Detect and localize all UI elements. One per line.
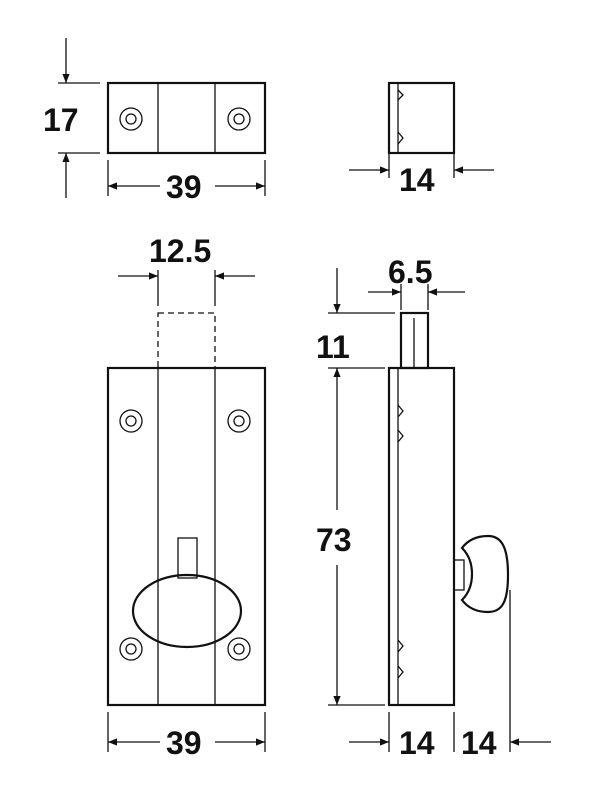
body-screw-hole-top-left [119,409,143,433]
dim-body-height: 73 [316,368,385,706]
dim-bolt-depth-label: 6.5 [388,254,432,290]
dim-keeper-depth: 14 [349,153,494,198]
dim-knob-projection: 14 [461,590,551,761]
dim-keeper-height: 17 [43,38,100,198]
dim-bolt-extension: 11 [316,268,395,369]
bolt-body-front-view [106,312,267,707]
keeper-screw-hole-left [119,107,143,131]
keeper-side-view [387,81,456,155]
keeper-screw-hole-right [227,107,251,131]
keeper-front-view [106,81,267,155]
dim-bolt-extension-label: 11 [316,329,350,365]
dim-body-depth: 14 [349,712,455,761]
bolt-body-side-view [387,311,510,707]
dim-keeper-width: 39 [107,160,266,205]
dim-body-depth-label: 14 [399,725,435,761]
dim-keeper-width-label: 39 [166,169,202,205]
dim-knob-projection-label: 14 [461,725,497,761]
dim-bolt-width-label: 12.5 [149,233,211,269]
body-screw-hole-bottom-left [119,637,143,661]
dim-keeper-height-label: 17 [43,102,79,138]
dim-bolt-width: 12.5 [118,233,255,306]
dim-keeper-depth-label: 14 [399,162,435,198]
dim-body-width-label: 39 [166,725,202,761]
thumb-knob [131,573,243,649]
dim-body-height-label: 73 [316,522,352,558]
dim-body-width: 39 [107,712,266,761]
body-screw-hole-top-right [227,409,251,433]
knob-side [453,534,510,614]
body-screw-hole-bottom-right [227,637,251,661]
dim-bolt-depth: 6.5 [368,254,465,310]
